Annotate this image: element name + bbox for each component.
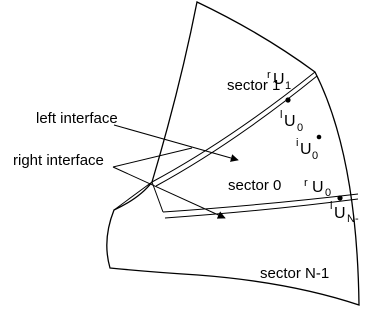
svg-text:U: U <box>334 205 346 222</box>
lower-interface-inner <box>164 198 359 219</box>
outer-boundary <box>106 1 360 306</box>
svg-text:U: U <box>273 71 285 88</box>
point-iU0 <box>316 134 322 140</box>
svg-text:r: r <box>267 69 271 81</box>
left-interface-label: left interface <box>36 110 118 127</box>
sector-n-1-label: sector N-1 <box>260 265 329 282</box>
inner-apex-edge-2 <box>113 181 153 211</box>
svg-text:0: 0 <box>312 150 318 162</box>
right-interface-arrow-2 <box>112 147 193 168</box>
label-lUN: l U N- <box>330 200 359 225</box>
svg-text:r: r <box>304 177 308 189</box>
svg-text:U: U <box>312 179 324 196</box>
sector-1-label: sector 1 <box>227 77 280 94</box>
svg-text:U: U <box>284 113 296 130</box>
sector-0-label: sector 0 <box>228 177 281 194</box>
svg-text:l: l <box>280 109 282 121</box>
upper-interface-outer <box>151 71 316 183</box>
label-rU1: r U 1 <box>267 69 291 92</box>
svg-text:l: l <box>330 200 332 212</box>
label-rU0: r U 0 <box>304 177 331 199</box>
svg-text:N-: N- <box>347 213 359 225</box>
svg-text:1: 1 <box>285 80 291 92</box>
label-lU0: l U 0 <box>280 109 303 134</box>
right-interface-arrow <box>112 166 226 219</box>
lower-interface-outer <box>162 193 359 213</box>
label-iU0: i U 0 <box>296 137 318 162</box>
left-interface-arrow <box>113 124 239 162</box>
svg-text:i: i <box>296 137 298 149</box>
svg-text:0: 0 <box>297 122 303 134</box>
upper-interface-inner <box>155 75 318 187</box>
point-rU0 <box>337 195 343 201</box>
svg-text:U: U <box>300 141 312 158</box>
right-interface-label: right interface <box>13 152 104 169</box>
inner-apex-edge <box>151 181 164 213</box>
svg-text:0: 0 <box>325 187 331 199</box>
point-rU1 <box>285 97 291 103</box>
